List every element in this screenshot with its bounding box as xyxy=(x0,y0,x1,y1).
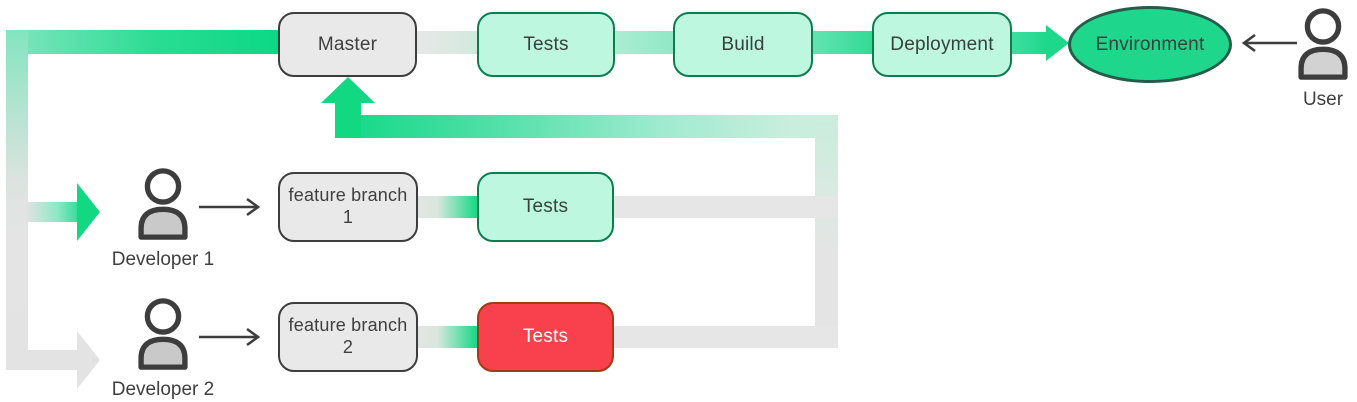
feature-branch-2-line2: 2 xyxy=(342,337,354,357)
dev1-arrow-body xyxy=(27,202,77,222)
flow-branch1-to-tests xyxy=(414,196,481,218)
node-deployment-label: Deployment xyxy=(890,33,994,55)
node-tests-main: Tests xyxy=(477,12,615,77)
arrowhead-to-developer-1 xyxy=(77,183,100,241)
dev2-arrow-body xyxy=(27,350,77,370)
user-label: User xyxy=(1302,89,1344,110)
flow-master-to-tests xyxy=(414,31,480,54)
flow-feedback-to-master xyxy=(335,115,838,138)
arrow-developer1-to-branch1 xyxy=(196,196,264,223)
node-master: Master xyxy=(278,12,417,77)
arrowhead-to-environment xyxy=(1046,25,1069,61)
person-icon xyxy=(1293,6,1353,87)
actor-developer-1: Developer 1 xyxy=(98,166,228,271)
tests-branch-1-label: Tests xyxy=(522,196,569,217)
node-feature-branch-1: feature branch 1 xyxy=(278,172,418,242)
node-build: Build xyxy=(673,12,813,77)
feature-branch-2-line1: feature branch xyxy=(288,315,408,336)
flow-tests2-to-feedback xyxy=(610,326,838,348)
node-tests-main-label: Tests xyxy=(523,33,569,55)
node-master-label: Master xyxy=(317,33,378,55)
developer-2-label: Developer 2 xyxy=(111,379,215,400)
flow-master-to-developers xyxy=(6,30,280,54)
node-tests-branch-2: Tests xyxy=(477,302,614,372)
node-feature-branch-2: feature branch 2 xyxy=(278,302,418,372)
node-tests-branch-1: Tests xyxy=(477,172,614,242)
flow-left-vertical xyxy=(6,30,28,370)
developer-1-label: Developer 1 xyxy=(111,249,215,270)
flow-build-to-deployment xyxy=(810,31,875,54)
flow-right-vertical xyxy=(815,115,838,348)
feature-branch-1-line2: 1 xyxy=(342,207,354,227)
node-environment-label: Environment xyxy=(1095,33,1205,55)
arrowhead-to-developer-2 xyxy=(77,331,100,389)
arrow-user-to-environment xyxy=(1238,32,1300,59)
flow-tests1-to-feedback xyxy=(610,196,838,218)
node-environment: Environment xyxy=(1068,6,1232,83)
node-deployment: Deployment xyxy=(872,12,1012,77)
actor-user: User xyxy=(1290,6,1356,111)
up-arrow-body xyxy=(335,101,361,138)
person-icon xyxy=(133,166,193,247)
node-build-label: Build xyxy=(721,33,765,55)
arrow-developer2-to-branch2 xyxy=(196,326,264,353)
feature-branch-1-line1: feature branch xyxy=(288,185,408,206)
flow-tests-to-build xyxy=(612,31,676,54)
flow-branch2-to-tests xyxy=(414,326,481,348)
flow-deployment-to-environment xyxy=(1010,32,1046,54)
actor-developer-2: Developer 2 xyxy=(98,296,228,401)
person-icon xyxy=(133,296,193,377)
arrowhead-to-master xyxy=(321,77,375,103)
tests-branch-2-label: Tests xyxy=(522,326,569,347)
